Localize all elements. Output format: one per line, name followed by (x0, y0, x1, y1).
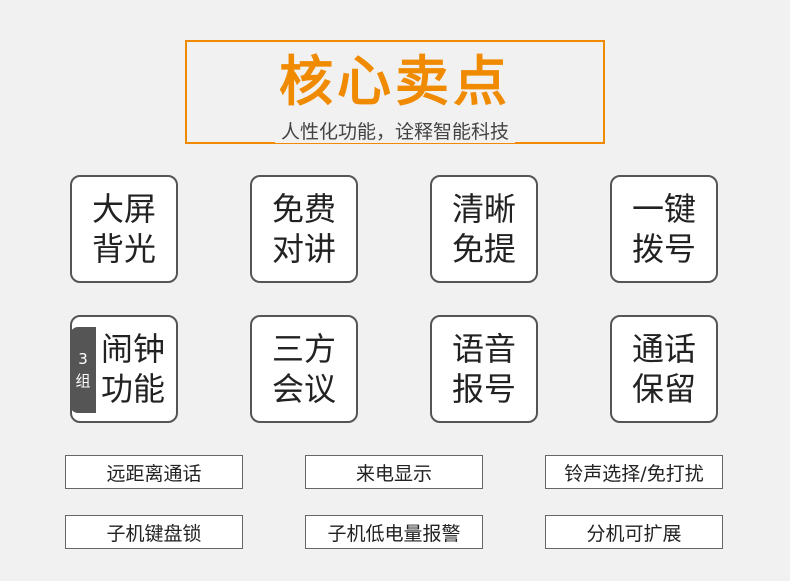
header-frame (185, 40, 605, 144)
feature-handsfree: 清晰免提 (430, 175, 538, 283)
feature-backlight: 大屏背光 (70, 175, 178, 283)
subtitle-text: 人性化功能，诠释智能科技 (274, 121, 515, 143)
feature-line: 一键 (631, 190, 696, 228)
feature-line: 语音 (451, 330, 516, 368)
badge-number: 3 (78, 350, 88, 368)
feature-line: 闹钟 (100, 330, 165, 368)
feature-line: 通话 (631, 330, 696, 368)
feature-line: 免提 (451, 230, 516, 268)
feature-line: 清晰 (451, 190, 516, 228)
page-subtitle: 人性化功能，诠释智能科技 (0, 120, 790, 144)
feature-intercom: 免费对讲 (250, 175, 358, 283)
feature-alarm: 3 组 闹钟功能 (70, 315, 178, 423)
alarm-count-badge: 3 组 (70, 327, 96, 413)
pill-keypad-lock: 子机键盘锁 (65, 515, 243, 549)
feature-line: 三方 (271, 330, 336, 368)
badge-unit: 组 (75, 372, 91, 390)
pill-expandable: 分机可扩展 (545, 515, 723, 549)
feature-line: 报号 (451, 370, 516, 408)
pill-low-battery: 子机低电量报警 (305, 515, 483, 549)
feature-call-hold: 通话保留 (610, 315, 718, 423)
feature-line: 大屏 (91, 190, 156, 228)
pill-caller-id: 来电显示 (305, 455, 483, 489)
feature-line: 免费 (271, 190, 336, 228)
feature-speed-dial: 一键拨号 (610, 175, 718, 283)
feature-line: 会议 (271, 370, 336, 408)
feature-line: 对讲 (271, 230, 336, 268)
feature-conference: 三方会议 (250, 315, 358, 423)
pill-long-distance: 远距离通话 (65, 455, 243, 489)
feature-line: 背光 (91, 230, 156, 268)
feature-line: 保留 (631, 370, 696, 408)
page-title: 核心卖点 (279, 50, 511, 113)
feature-line: 功能 (100, 370, 165, 408)
feature-line: 拨号 (631, 230, 696, 268)
pill-ringtone: 铃声选择/免打扰 (545, 455, 723, 489)
feature-voice-number: 语音报号 (430, 315, 538, 423)
